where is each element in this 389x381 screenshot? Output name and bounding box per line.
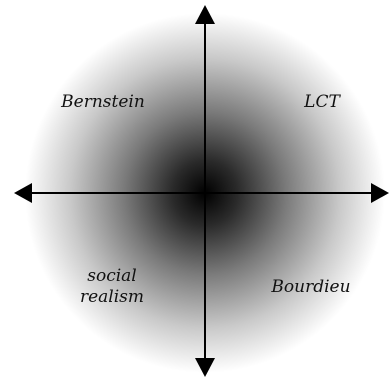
label-top-left: Bernstein (60, 92, 145, 112)
vertical-axis (195, 5, 215, 377)
label-bottom-left-line1: social (87, 266, 137, 286)
label-bottom-right: Bourdieu (270, 277, 350, 297)
arrow-right-icon (371, 183, 389, 203)
horizontal-axis (14, 183, 389, 203)
arrow-down-icon (195, 358, 215, 377)
label-bottom-left-line2: realism (80, 287, 144, 307)
arrow-up-icon (195, 5, 215, 24)
arrow-left-icon (14, 183, 32, 203)
label-top-right: LCT (303, 92, 341, 112)
